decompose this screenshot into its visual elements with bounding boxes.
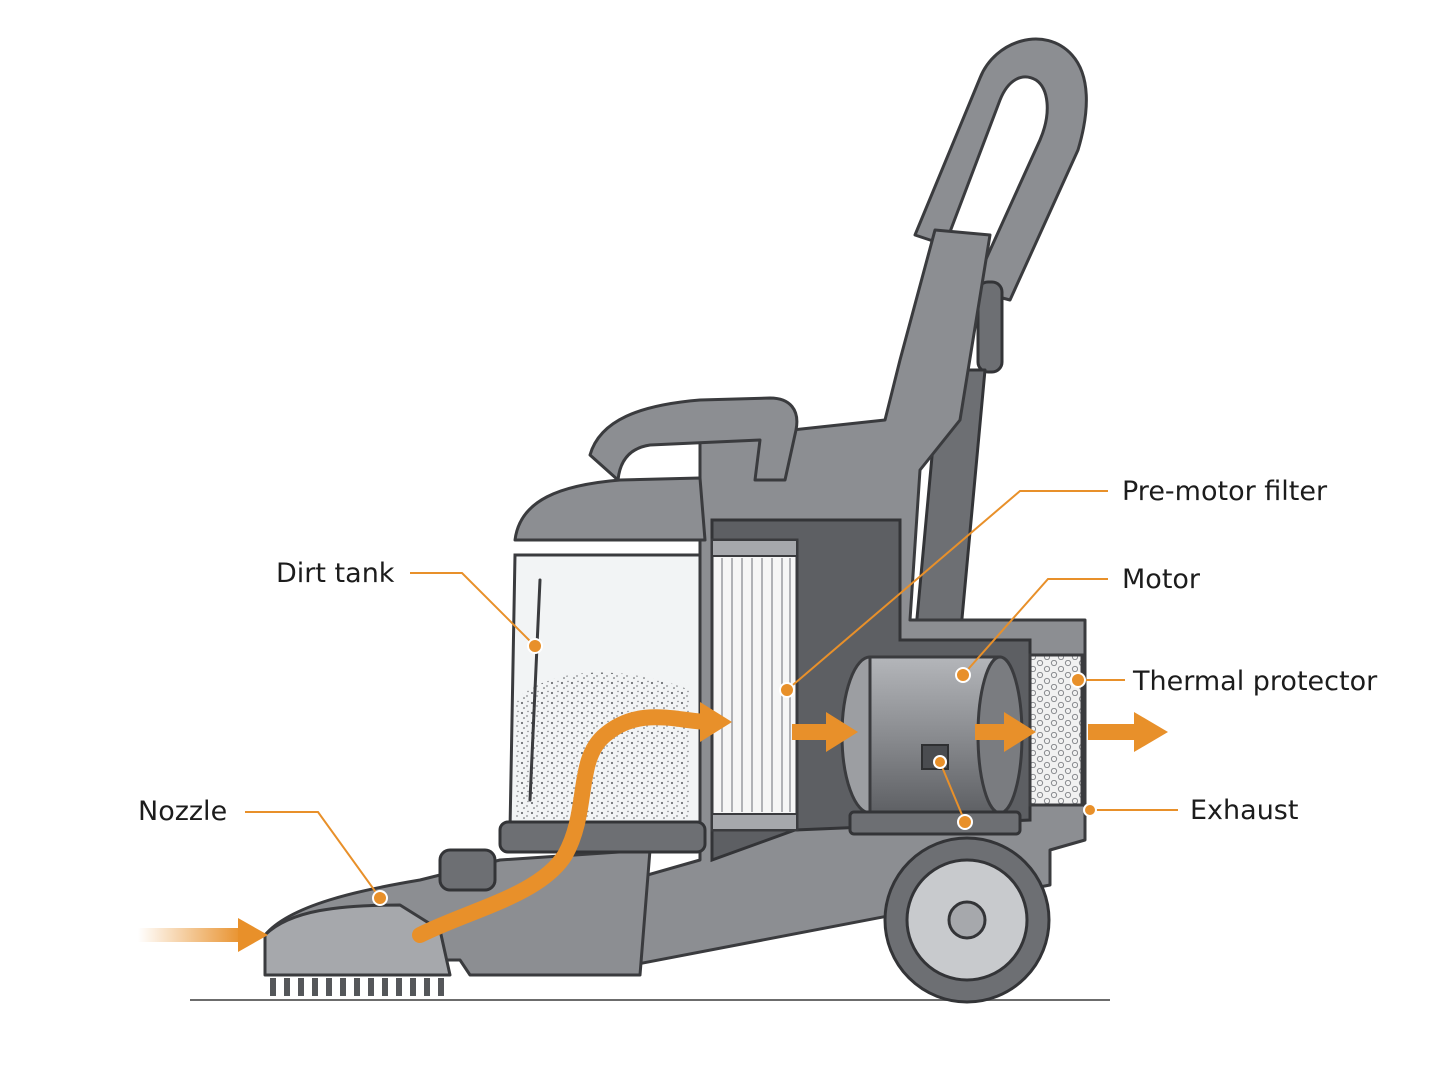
motor-leader — [962, 578, 1108, 676]
thermal-protector-label: Thermal protector — [1132, 666, 1378, 697]
filter-to-motor-arrow-head — [826, 712, 858, 752]
outflow-arrow-shaft — [1088, 724, 1136, 740]
inflow-arrow-shaft — [138, 928, 243, 942]
pre-motor-filter-label: Pre-motor filter — [1122, 476, 1328, 507]
nozzle-label: Nozzle — [138, 796, 227, 827]
exhaust-label: Exhaust — [1190, 795, 1298, 826]
airflow-path — [138, 702, 1168, 952]
brush-bristles — [270, 978, 444, 996]
handle — [913, 37, 1088, 374]
callout-leaders — [245, 490, 1178, 906]
nozzle-leader — [245, 811, 381, 899]
outflow-arrow-head — [1134, 712, 1168, 752]
dirt-tank-label: Dirt tank — [276, 558, 395, 589]
motor — [840, 655, 1024, 836]
filter-to-motor-arrow-shaft — [792, 724, 828, 740]
thermal-protector-sensor-leader — [939, 761, 966, 823]
motor-to-exhaust-arrow-head — [1004, 712, 1036, 752]
pre-motor-filter-leader — [786, 490, 1108, 691]
tank-arrow-head — [700, 702, 732, 742]
motor-label: Motor — [1122, 564, 1201, 595]
intake-flow-curve — [412, 709, 718, 943]
motor-to-exhaust-arrow-shaft — [975, 724, 1007, 740]
inflow-arrow-head — [238, 918, 268, 952]
dirt-tank-leader — [410, 572, 536, 647]
rear-wheel — [883, 836, 1051, 1004]
